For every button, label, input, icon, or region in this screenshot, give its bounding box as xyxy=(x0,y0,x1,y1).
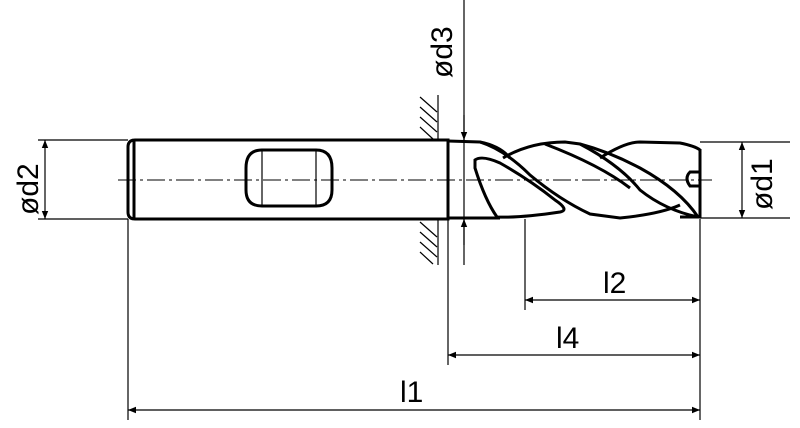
extension-lines xyxy=(127,219,701,420)
label-l4: l4 xyxy=(556,322,579,355)
label-l1: l1 xyxy=(400,376,423,409)
dimension-l2: l2 xyxy=(525,267,700,304)
clamping-wall-hatch xyxy=(419,95,439,265)
label-d3: ød3 xyxy=(426,26,459,78)
dimension-d1: ød1 xyxy=(700,141,790,219)
label-l2: l2 xyxy=(603,267,626,300)
label-d1: ød1 xyxy=(746,158,779,210)
dimension-l1: l1 xyxy=(128,376,700,414)
flat-clamping-surface xyxy=(244,148,334,208)
shank xyxy=(126,138,450,221)
dimension-d2: ød2 xyxy=(12,139,128,220)
dimension-l4: l4 xyxy=(448,322,700,359)
fluted-cutting-part xyxy=(447,139,702,220)
dimension-d3: ød3 xyxy=(426,0,468,265)
label-d2: ød2 xyxy=(12,163,45,215)
